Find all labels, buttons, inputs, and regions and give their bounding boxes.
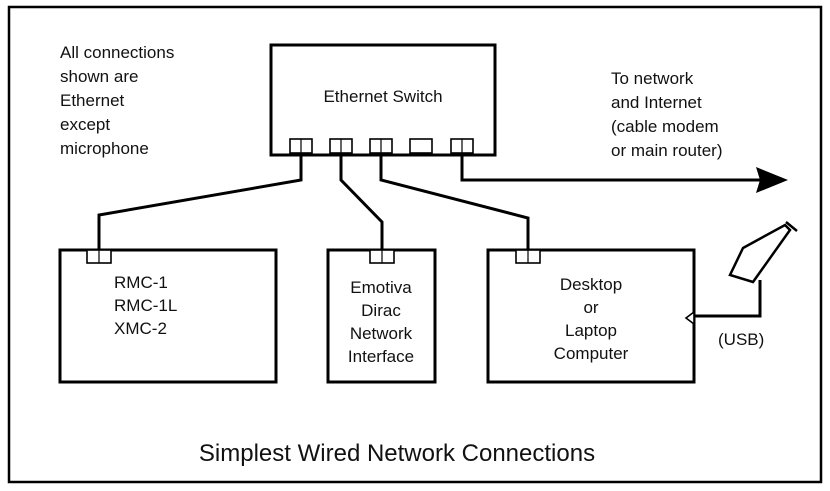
computer-line-2: or (583, 298, 598, 317)
note-line-4: except (60, 115, 110, 134)
diagram-title: Simplest Wired Network Connections (199, 440, 595, 467)
wire-to-dirac (339, 153, 384, 250)
dirac-line-4: Interface (348, 347, 414, 366)
network-line-2: and Internet (611, 93, 702, 112)
computer-line-4: Computer (554, 344, 629, 363)
arrow-right-icon (756, 167, 788, 193)
computer-line-3: Laptop (565, 321, 617, 340)
rmc-line-1: RMC-1 (114, 273, 168, 292)
usb-label: (USB) (718, 330, 764, 349)
network-line-4: or main router) (611, 141, 722, 160)
ethernet-switch-box (269, 43, 497, 157)
rmc-line-3: XMC-2 (114, 319, 167, 338)
network-line-3: (cable modem (611, 117, 719, 136)
usb-cable (694, 280, 762, 318)
dirac-line-2: Dirac (361, 301, 401, 320)
dirac-line-1: Emotiva (350, 278, 412, 297)
note-line-5: microphone (60, 139, 149, 158)
rmc-box (58, 248, 278, 384)
network-line-1: To network (611, 69, 694, 88)
network-text: To network and Internet (cable modem or … (611, 69, 722, 160)
computer-box (486, 248, 696, 384)
wire-to-computer (379, 153, 530, 250)
usb-port (684, 310, 695, 326)
network-uplink-wire (460, 153, 760, 182)
note-text: All connections shown are Ethernet excep… (60, 43, 174, 158)
computer-line-1: Desktop (560, 275, 622, 294)
note-line-2: shown are (60, 67, 138, 86)
switch-port-4 (409, 138, 433, 154)
note-line-1: All connections (60, 43, 174, 62)
rmc-line-2: RMC-1L (114, 296, 177, 315)
microphone-icon (728, 221, 798, 284)
dirac-line-3: Network (350, 324, 413, 343)
wire-to-rmc (97, 153, 303, 250)
outer-frame (7, 5, 823, 484)
note-line-3: Ethernet (60, 91, 125, 110)
ethernet-switch-label: Ethernet Switch (323, 87, 442, 106)
